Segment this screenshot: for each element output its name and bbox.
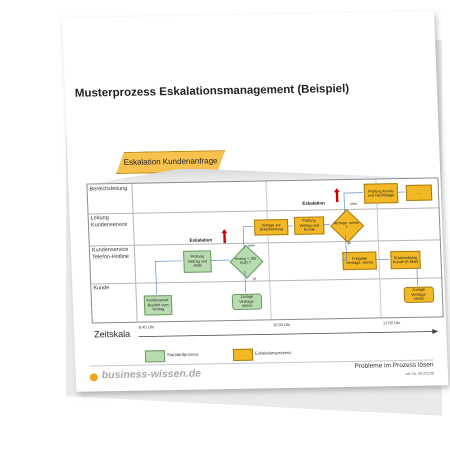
time-label: 10:30 Uhr <box>272 321 291 328</box>
legend-label-escalation: Eskalationsprozess <box>254 349 292 356</box>
document-page: Musterprozess Eskalationsmanagement (Bei… <box>62 11 449 392</box>
time-axis-arrow <box>138 329 439 338</box>
axis-label: Zeitskala <box>93 328 131 340</box>
legend-swatch-escalation <box>232 348 254 361</box>
legend-swatch-standard <box>144 350 166 363</box>
escalation-arrow-icon <box>221 229 228 244</box>
connector-lines <box>155 191 418 295</box>
brand-logo: business-wissen.de <box>101 367 202 382</box>
legend-label-standard: Standardprozess <box>166 351 199 358</box>
article-number: Art.-Nr. 99.272.00 <box>405 371 434 376</box>
time-label: 8:45 Uhr <box>138 324 155 330</box>
page-title: Musterprozess Eskalationsmanagement (Bei… <box>74 82 350 100</box>
footer-title: Probleme im Prozess lösen <box>354 361 434 370</box>
escalation-arrow-icon <box>333 188 340 203</box>
swimlane-grid: Bereichsleitung Leitung Kundenservice Ku… <box>86 177 444 330</box>
brand-dot-icon <box>89 373 98 382</box>
time-label: 17:00 Uhr <box>382 320 401 326</box>
